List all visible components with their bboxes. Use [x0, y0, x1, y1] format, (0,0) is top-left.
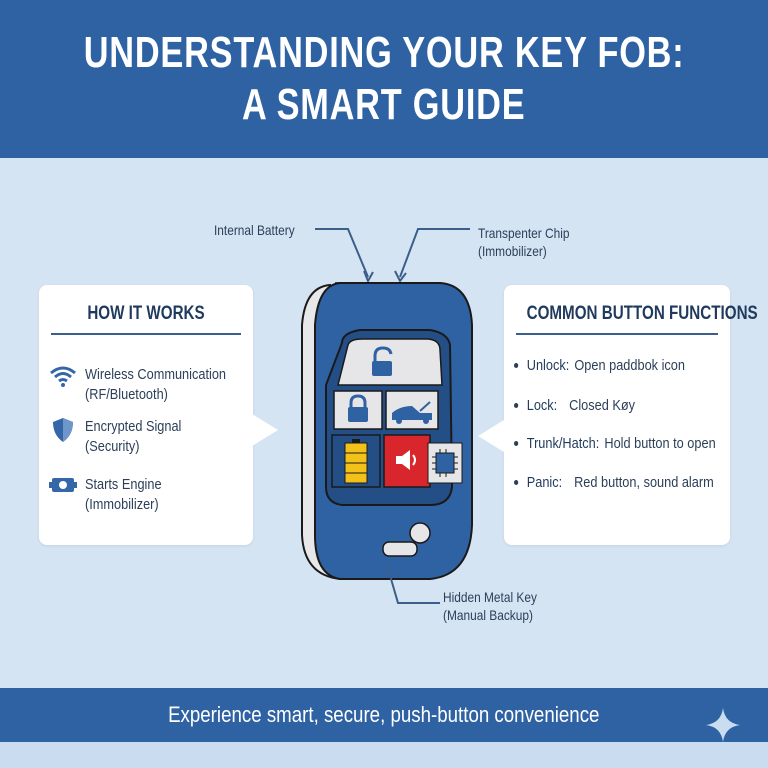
- metal-key-slot: [382, 541, 418, 557]
- divider: [516, 333, 718, 335]
- callout-hidden-key: Hidden Metal Key (Manual Backup): [443, 588, 537, 624]
- sparkle-icon: [706, 708, 740, 742]
- item-line2: (Immobilizer): [85, 496, 159, 513]
- item-line2: (RF/Bluetooth): [85, 386, 168, 403]
- speaker-alarm-icon: [396, 450, 416, 470]
- battery-leader-line: [315, 228, 369, 278]
- engine-icon: [49, 478, 77, 492]
- card-pointer: [478, 420, 504, 452]
- wifi-icon: [50, 366, 76, 387]
- item-line1: Starts Engine: [85, 476, 162, 493]
- item-line2: (Security): [85, 438, 140, 455]
- how-it-works-title: HOW IT WORKS: [87, 303, 205, 324]
- page-title-line1: UNDERSTANDING YOUR KEY FOB:: [83, 28, 685, 77]
- divider: [51, 333, 241, 335]
- arrow-icon: [394, 270, 407, 283]
- header-banner: UNDERSTANDING YOUR KEY FOB: A SMART GUID…: [0, 0, 768, 158]
- how-it-works-card: HOW IT WORKS Wireless Communication (RF/B…: [39, 285, 253, 545]
- card-pointer: [252, 414, 278, 446]
- chip-line1: Transpenter Chip: [478, 225, 570, 241]
- callout-internal-battery: Internal Battery: [214, 222, 295, 238]
- battery-icon: [344, 439, 368, 484]
- key-line2: (Manual Backup): [443, 607, 533, 623]
- chip-line2: (Immobilizer): [478, 243, 547, 259]
- footer-tagline: Experience smart, secure, push-button co…: [168, 702, 600, 727]
- item-line1: Encrypted Signal: [85, 418, 182, 435]
- lock-padlock-icon: [348, 394, 368, 422]
- chip-leader-line: [399, 228, 470, 278]
- arrow-icon: [363, 270, 374, 284]
- car-trunk-icon: [392, 401, 432, 424]
- item-line1: Wireless Communication: [85, 366, 227, 383]
- button-functions-title: COMMON BUTTON FUNCTIONS: [526, 303, 758, 324]
- bottom-strip: [0, 742, 768, 768]
- chip-icon: [432, 449, 458, 477]
- function-lock: Lock:Closed Køy: [514, 397, 635, 414]
- key-leader-line: [386, 564, 440, 604]
- key-line1: Hidden Metal Key: [443, 589, 537, 605]
- unlock-padlock-icon: [372, 346, 393, 376]
- key-fob-illustration: [301, 228, 473, 604]
- footer-banner: Experience smart, secure, push-button co…: [0, 688, 768, 742]
- function-panic: Panic:Red button, sound alarm: [514, 474, 714, 491]
- shield-icon: [53, 418, 73, 442]
- page-title-line2: A SMART GUIDE: [242, 80, 526, 129]
- function-unlock: Unlock:Open paddbok icon: [514, 357, 685, 374]
- button-functions-card: COMMON BUTTON FUNCTIONS Unlock:Open padd…: [504, 285, 758, 545]
- callout-transponder-chip: Transpenter Chip (Immobilizer): [478, 224, 570, 260]
- key-release-button: [409, 522, 431, 544]
- function-trunk: Trunk/Hatch:Hold button to open: [514, 435, 716, 452]
